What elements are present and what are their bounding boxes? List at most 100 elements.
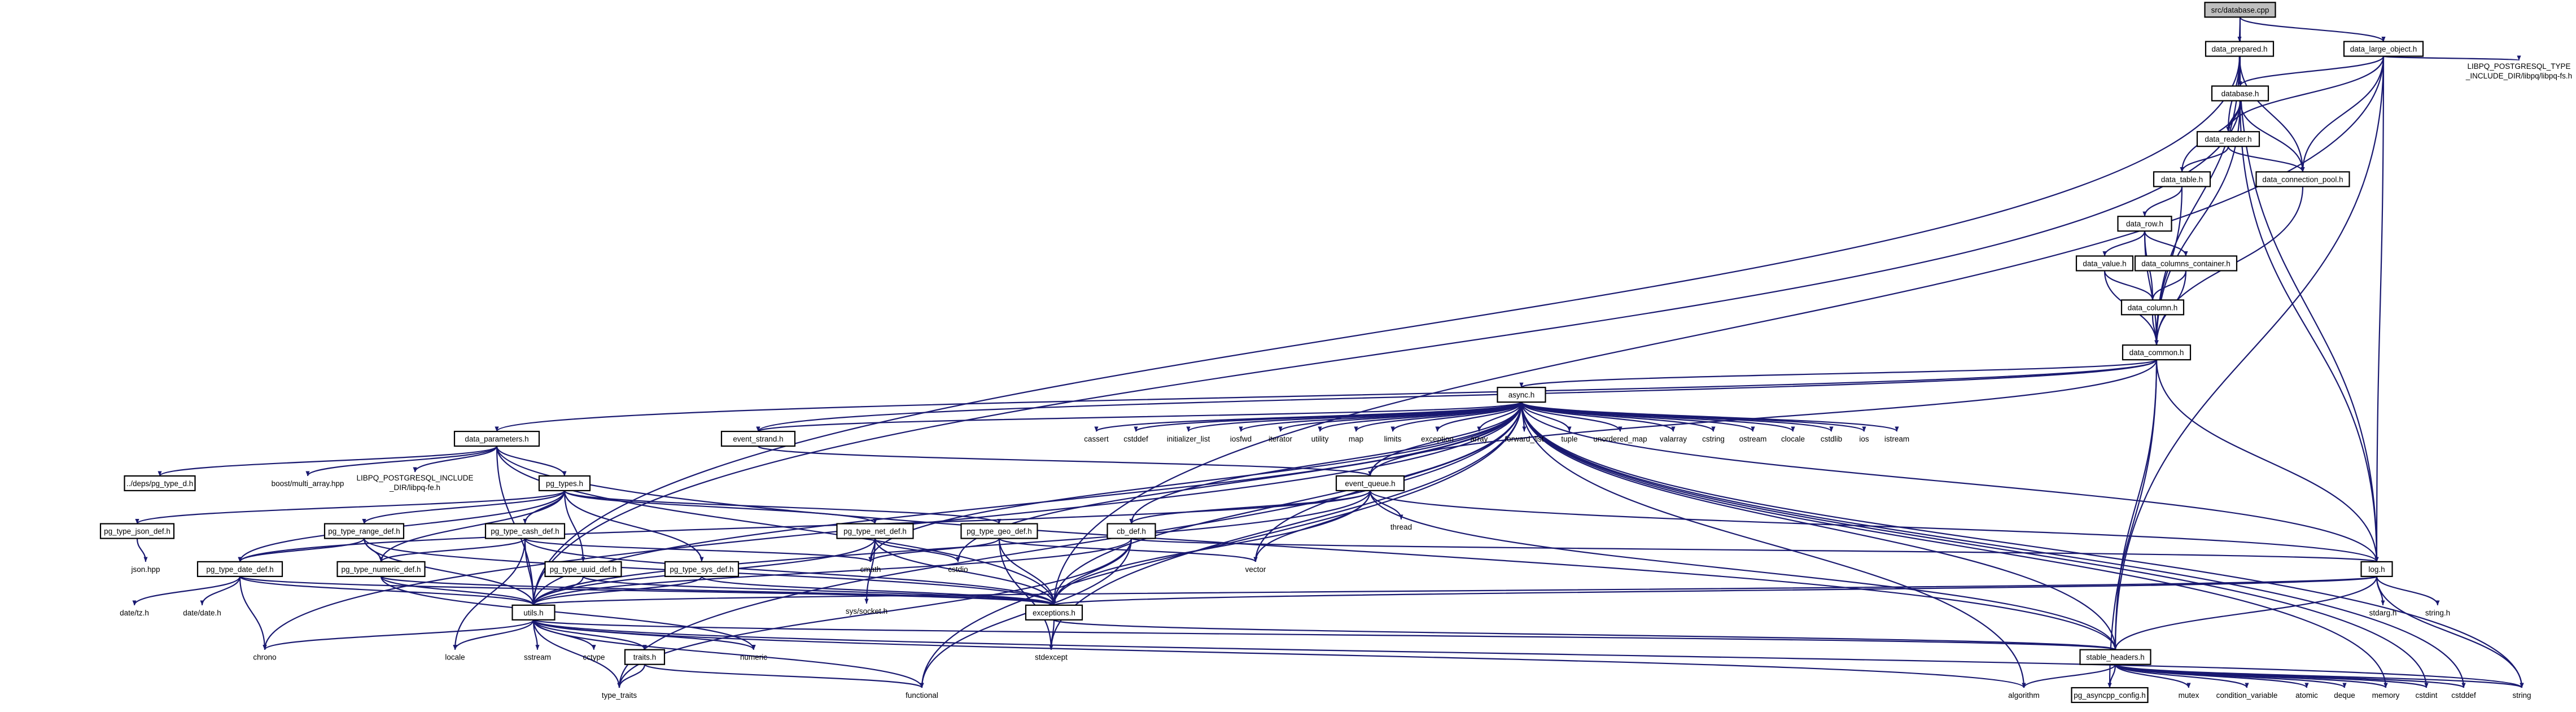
edge-log-h-to-string — [2376, 576, 2524, 688]
graph-node-data-reader-h[interactable]: data_reader.h — [2196, 131, 2260, 147]
graph-node-tuple: tuple — [1561, 435, 1577, 443]
node-label: pg_type_sys_def.h — [670, 565, 733, 574]
graph-node-pg-type-cash-def-h[interactable]: pg_type_cash_def.h — [484, 523, 566, 539]
node-label: data_connection_pool.h — [2262, 175, 2343, 184]
graph-node-data-table-h[interactable]: data_table.h — [2153, 171, 2211, 187]
graph-node-cctype: cctype — [583, 653, 605, 662]
graph-node-pg-type-date-def-h[interactable]: pg_type_date_def.h — [196, 561, 283, 577]
graph-node-data-common-h[interactable]: data_common.h — [2122, 344, 2192, 361]
edge-cb-def-h-to-log-h — [1130, 538, 2378, 562]
edge-pg-type-cash-def-h-to-cmath — [524, 538, 873, 562]
graph-node-date-date-h: date/date.h — [183, 609, 221, 617]
node-label: string.h — [2425, 609, 2450, 617]
node-label: data_columns_container.h — [2141, 259, 2231, 268]
node-label: map — [1349, 435, 1363, 443]
node-box — [2204, 2, 2276, 18]
edge-pg-type-net-def-h-to-exceptions-h — [874, 538, 1056, 606]
graph-node-cb-def-h[interactable]: cb_def.h — [1107, 523, 1156, 539]
edge-data-large-object-h-to-data-connection-pool-h — [2301, 56, 2385, 172]
graph-node-data-row-h[interactable]: data_row.h — [2117, 216, 2172, 232]
node-label: data_large_object.h — [2350, 45, 2417, 54]
edge-async-h-to-cstddef-b — [1520, 402, 2466, 688]
graph-node-data-columns-container-h[interactable]: data_columns_container.h — [2134, 255, 2238, 272]
node-label: ios — [1859, 435, 1869, 443]
graph-node-data-value-h[interactable]: data_value.h — [2075, 255, 2134, 272]
node-box — [2196, 131, 2260, 147]
edge-utils-h-to-stable-headers-h — [532, 619, 2117, 650]
graph-node-data-parameters-h[interactable]: data_parameters.h — [453, 430, 540, 447]
node-box — [836, 523, 914, 539]
graph-node-database-cpp[interactable]: src/database.cpp — [2204, 2, 2276, 18]
node-label: boost/multi_array.hpp — [272, 479, 344, 488]
edge-pg-type-geo-def-h-to-cmath — [868, 538, 1000, 562]
graph-node-async-h[interactable]: async.h — [1497, 387, 1546, 403]
edge-async-h-to-type-traits — [617, 402, 1523, 688]
node-box — [1335, 475, 1405, 492]
graph-node-data-large-object-h[interactable]: data_large_object.h — [2343, 41, 2424, 57]
graph-node-data-column-h[interactable]: data_column.h — [2120, 299, 2185, 316]
graph-node-stable-headers-h[interactable]: stable_headers.h — [2079, 649, 2151, 665]
edge-data-row-h-to-data-columns-container-h — [2144, 230, 2188, 256]
node-box — [2153, 171, 2211, 187]
graph-node-event-queue-h[interactable]: event_queue.h — [1335, 475, 1405, 492]
graph-node-pg-type-range-def-h[interactable]: pg_type_range_def.h — [323, 523, 405, 539]
edge-database-h-to-utils-h — [531, 101, 2241, 606]
graph-node-pg-types-h[interactable]: pg_types.h — [538, 475, 591, 492]
edge-data-large-object-h-to-libpq-a — [2382, 55, 2521, 62]
graph-node-pg-asyncpp-config-h[interactable]: pg_asyncpp_config.h — [2071, 687, 2149, 704]
graph-node-data-prepared-h[interactable]: data_prepared.h — [2205, 41, 2275, 57]
node-box — [2122, 344, 2192, 361]
graph-node-event-strand-h[interactable]: event_strand.h — [720, 430, 796, 447]
graph-node-iterator: iterator — [1269, 435, 1293, 443]
node-label: numeric — [740, 653, 767, 662]
node-label: algorithm — [2008, 691, 2040, 700]
edge-async-h-to-array — [1477, 401, 1523, 432]
node-label: thread — [1390, 523, 1412, 531]
graph-node-cmath: cmath — [860, 565, 881, 574]
edge-utils-h-to-chrono — [263, 619, 535, 650]
graph-node-pg-type-uuid-def-h[interactable]: pg_type_uuid_def.h — [544, 561, 622, 577]
edge-data-parameters-h-to-libpq-b — [413, 445, 498, 473]
node-label: cstddef — [2451, 691, 2476, 700]
graph-node-log-h[interactable]: log.h — [2360, 561, 2393, 577]
graph-node-pg-type-numeric-def-h[interactable]: pg_type_numeric_def.h — [336, 561, 426, 577]
node-box — [2071, 687, 2149, 704]
graph-node-utils-h[interactable]: utils.h — [511, 604, 556, 621]
graph-node-data-connection-pool-h[interactable]: data_connection_pool.h — [2255, 171, 2350, 187]
edge-async-h-to-cb-def-h — [1129, 402, 1523, 525]
node-box — [196, 561, 283, 577]
node-label: _DIR/libpq-fe.h — [389, 483, 440, 492]
graph-node-pg-type-geo-def-h[interactable]: pg_type_geo_def.h — [960, 523, 1038, 539]
node-label: traits.h — [633, 653, 657, 662]
node-label: data_row.h — [2126, 220, 2163, 228]
edge-database-h-to-log-h — [2239, 101, 2379, 562]
edge-pg-types-h-to-pg-type-sys-def-h — [563, 490, 704, 562]
edge-async-h-to-event-strand-h — [756, 401, 1523, 433]
graph-node-pg-type-net-def-h[interactable]: pg_type_net_def.h — [836, 523, 914, 539]
graph-node-utility: utility — [1311, 435, 1329, 443]
edge-utils-h-to-functional — [532, 619, 924, 688]
graph-node-map: map — [1349, 435, 1363, 443]
node-label: pg_type_net_def.h — [843, 527, 907, 536]
node-box — [124, 475, 196, 492]
graph-node-exceptions-h[interactable]: exceptions.h — [1025, 604, 1083, 621]
node-label: data_parameters.h — [465, 435, 528, 443]
graph-node-date-tz-h: date/tz.h — [120, 609, 149, 617]
node-box — [2134, 255, 2238, 272]
node-box — [2255, 171, 2350, 187]
node-label: cstdint — [2415, 691, 2437, 700]
edge-data-reader-h-to-data-table-h — [2180, 146, 2229, 172]
edge-async-h-to-clocale — [1520, 401, 1795, 433]
node-label: functional — [906, 691, 938, 700]
node-box — [960, 523, 1038, 539]
node-box — [1025, 604, 1083, 621]
graph-node-deps-pg-type-d-h[interactable]: ../deps/pg_type_d.h — [124, 475, 196, 492]
node-label: mutex — [2179, 691, 2199, 700]
graph-node-pg-type-json-def-h[interactable]: pg_type_json_def.h — [99, 523, 175, 539]
graph-node-pg-type-sys-def-h[interactable]: pg_type_sys_def.h — [664, 561, 740, 577]
edge-data-large-object-h-to-data-reader-h — [2226, 56, 2385, 132]
graph-node-traits-h[interactable]: traits.h — [624, 649, 666, 665]
graph-node-database-h[interactable]: database.h — [2211, 85, 2269, 102]
edge-data-parameters-h-to-pg-types-h — [496, 445, 567, 477]
edge-layer — [132, 16, 2524, 689]
